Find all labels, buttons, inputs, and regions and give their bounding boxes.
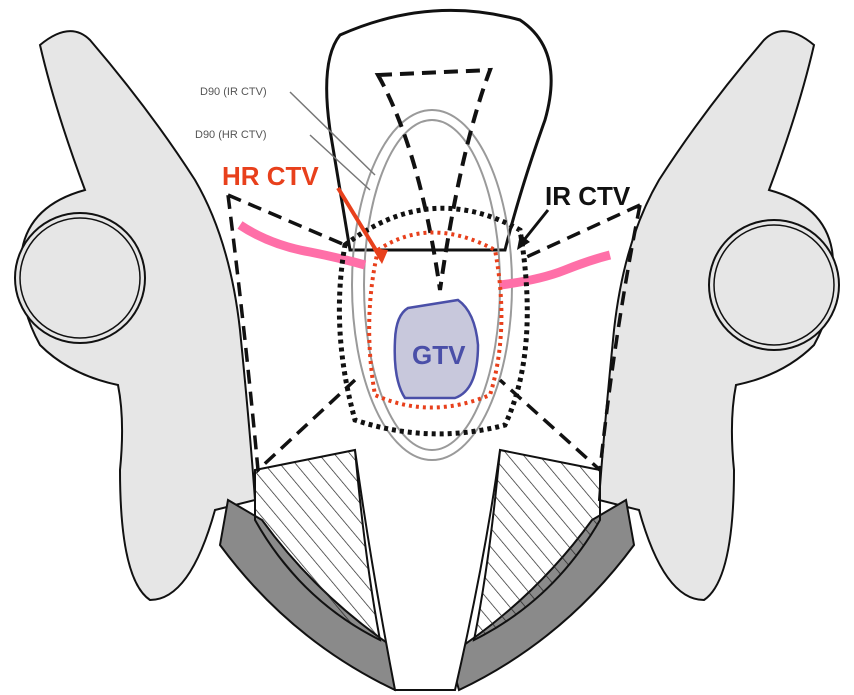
label-d90-hr-ctv: D90 (HR CTV) [195,129,267,141]
label-d90-ir-ctv: D90 (IR CTV) [200,86,267,98]
label-hr-ctv: HR CTV [222,161,319,191]
left-femoral-head [15,213,145,343]
hr-ctv-arrowhead [372,248,388,264]
label-ir-ctv: IR CTV [545,181,631,211]
right-femoral-head [709,220,839,350]
uterus-outline [327,10,551,250]
label-gtv: GTV [412,340,466,370]
right-pink-line [500,255,610,285]
